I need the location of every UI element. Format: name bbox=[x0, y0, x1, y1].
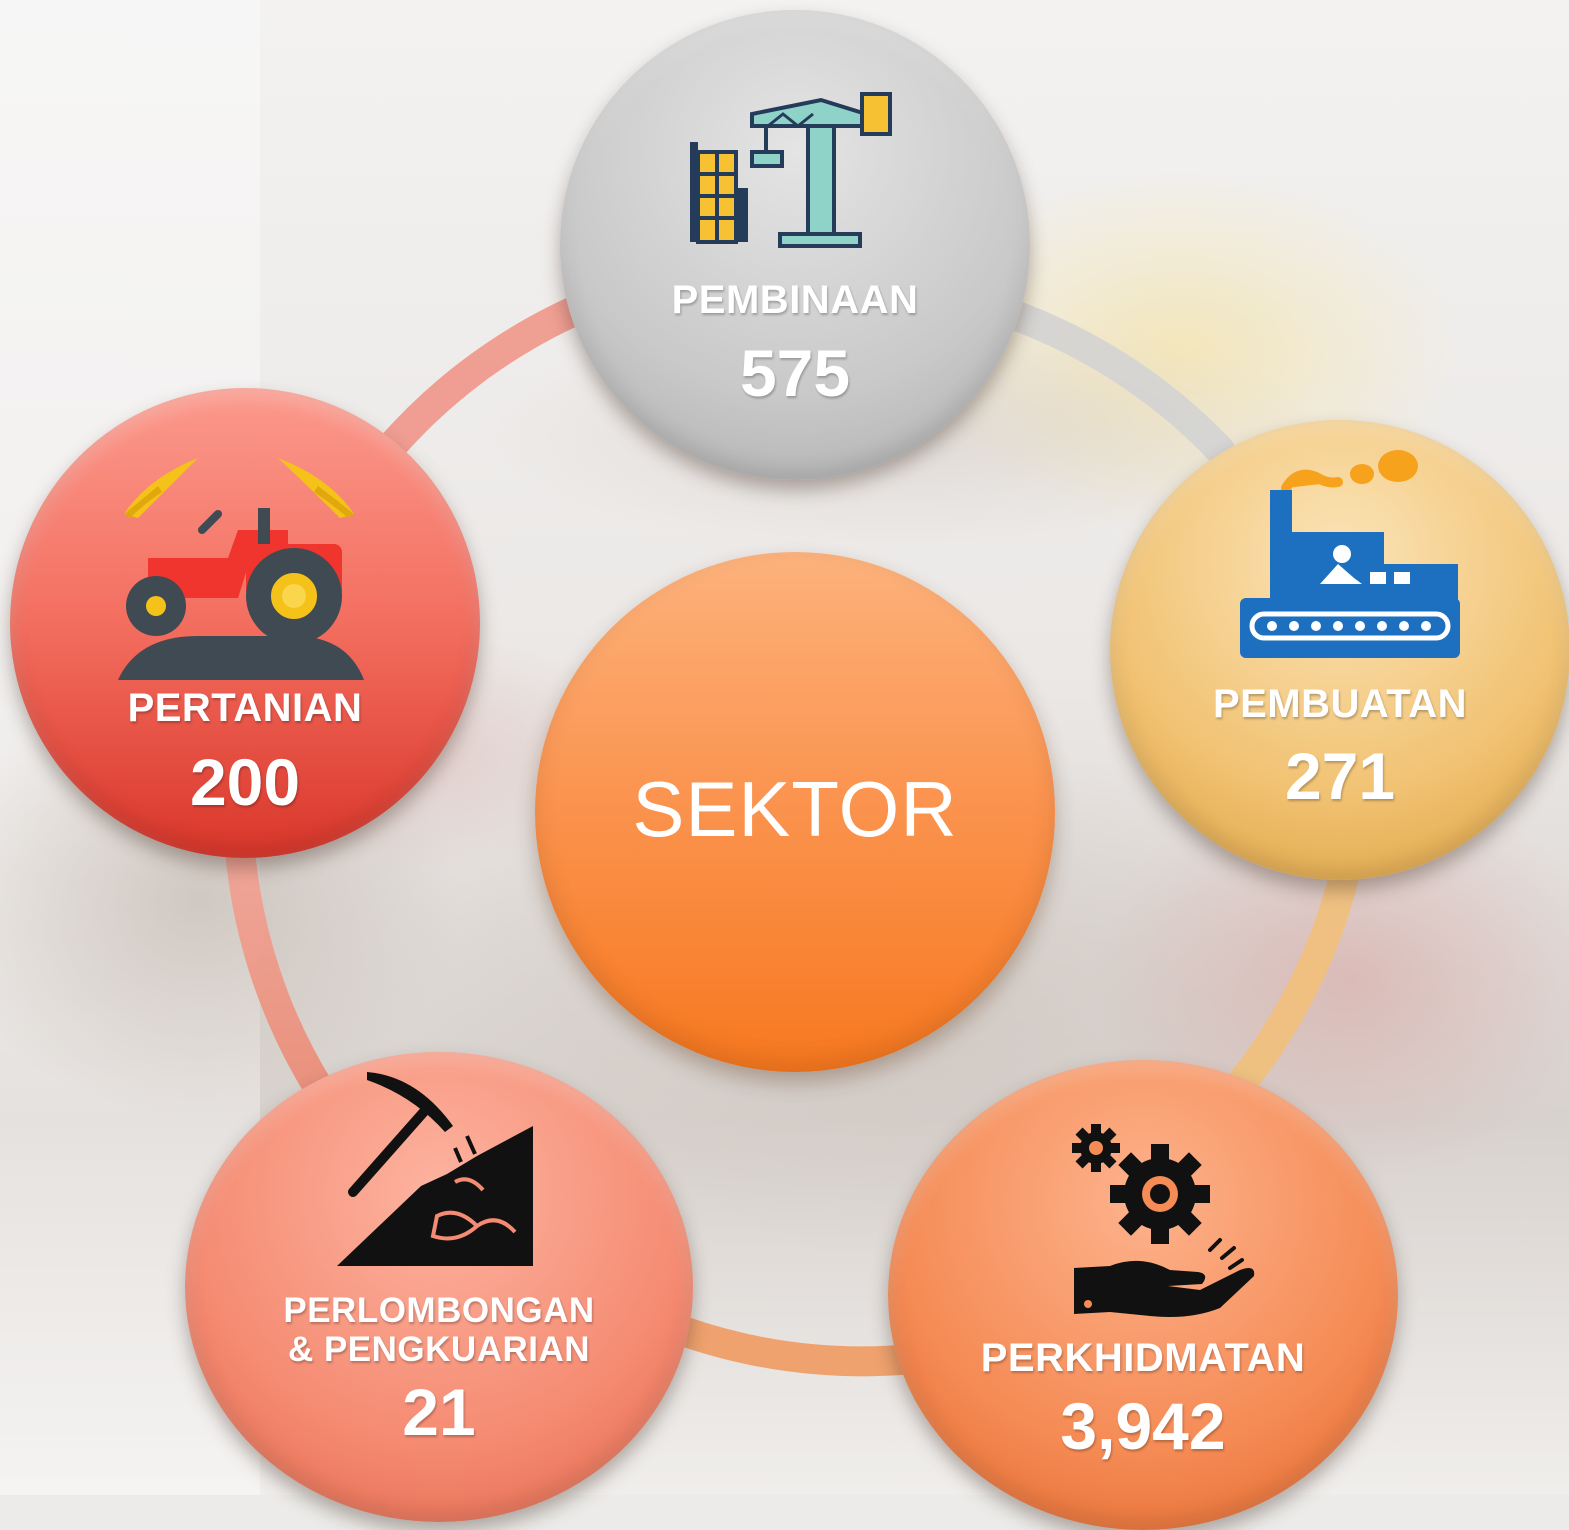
pickaxe-icon bbox=[337, 1072, 533, 1266]
center-node: SEKTOR bbox=[535, 552, 1055, 1072]
sector-pembinaan: PEMBINAAN 575 bbox=[560, 10, 1030, 480]
sector-perlombongan: PERLOMBONGAN & PENGKUARIAN 21 bbox=[185, 1052, 693, 1522]
sector-value: 200 bbox=[189, 745, 301, 819]
center-title: SEKTOR bbox=[632, 765, 958, 853]
connector-ring bbox=[225, 285, 1365, 1377]
sector-value: 21 bbox=[402, 1375, 476, 1449]
sector-pembuatan: PEMBUATAN 271 bbox=[1110, 420, 1569, 880]
sector-label-line1: PERLOMBONGAN bbox=[283, 1291, 595, 1330]
factory-icon bbox=[1240, 450, 1460, 658]
sector-label: PERKHIDMATAN bbox=[980, 1336, 1306, 1380]
sector-perkhidmatan: PERKHIDMATAN 3,942 bbox=[888, 1060, 1398, 1530]
sector-value: 575 bbox=[739, 336, 851, 410]
sector-value: 3,942 bbox=[1060, 1389, 1226, 1463]
sector-label: PEMBINAAN bbox=[671, 278, 919, 322]
tractor-icon bbox=[118, 458, 364, 680]
sector-label: PERTANIAN bbox=[127, 686, 363, 730]
crane-icon bbox=[690, 92, 892, 248]
sector-label: PEMBUATAN bbox=[1212, 682, 1468, 726]
gears-hand-icon bbox=[1072, 1124, 1255, 1317]
sector-pertanian: PERTANIAN 200 bbox=[10, 388, 480, 858]
sector-label-line2: & PENGKUARIAN bbox=[287, 1330, 591, 1369]
sector-value: 271 bbox=[1284, 739, 1396, 813]
